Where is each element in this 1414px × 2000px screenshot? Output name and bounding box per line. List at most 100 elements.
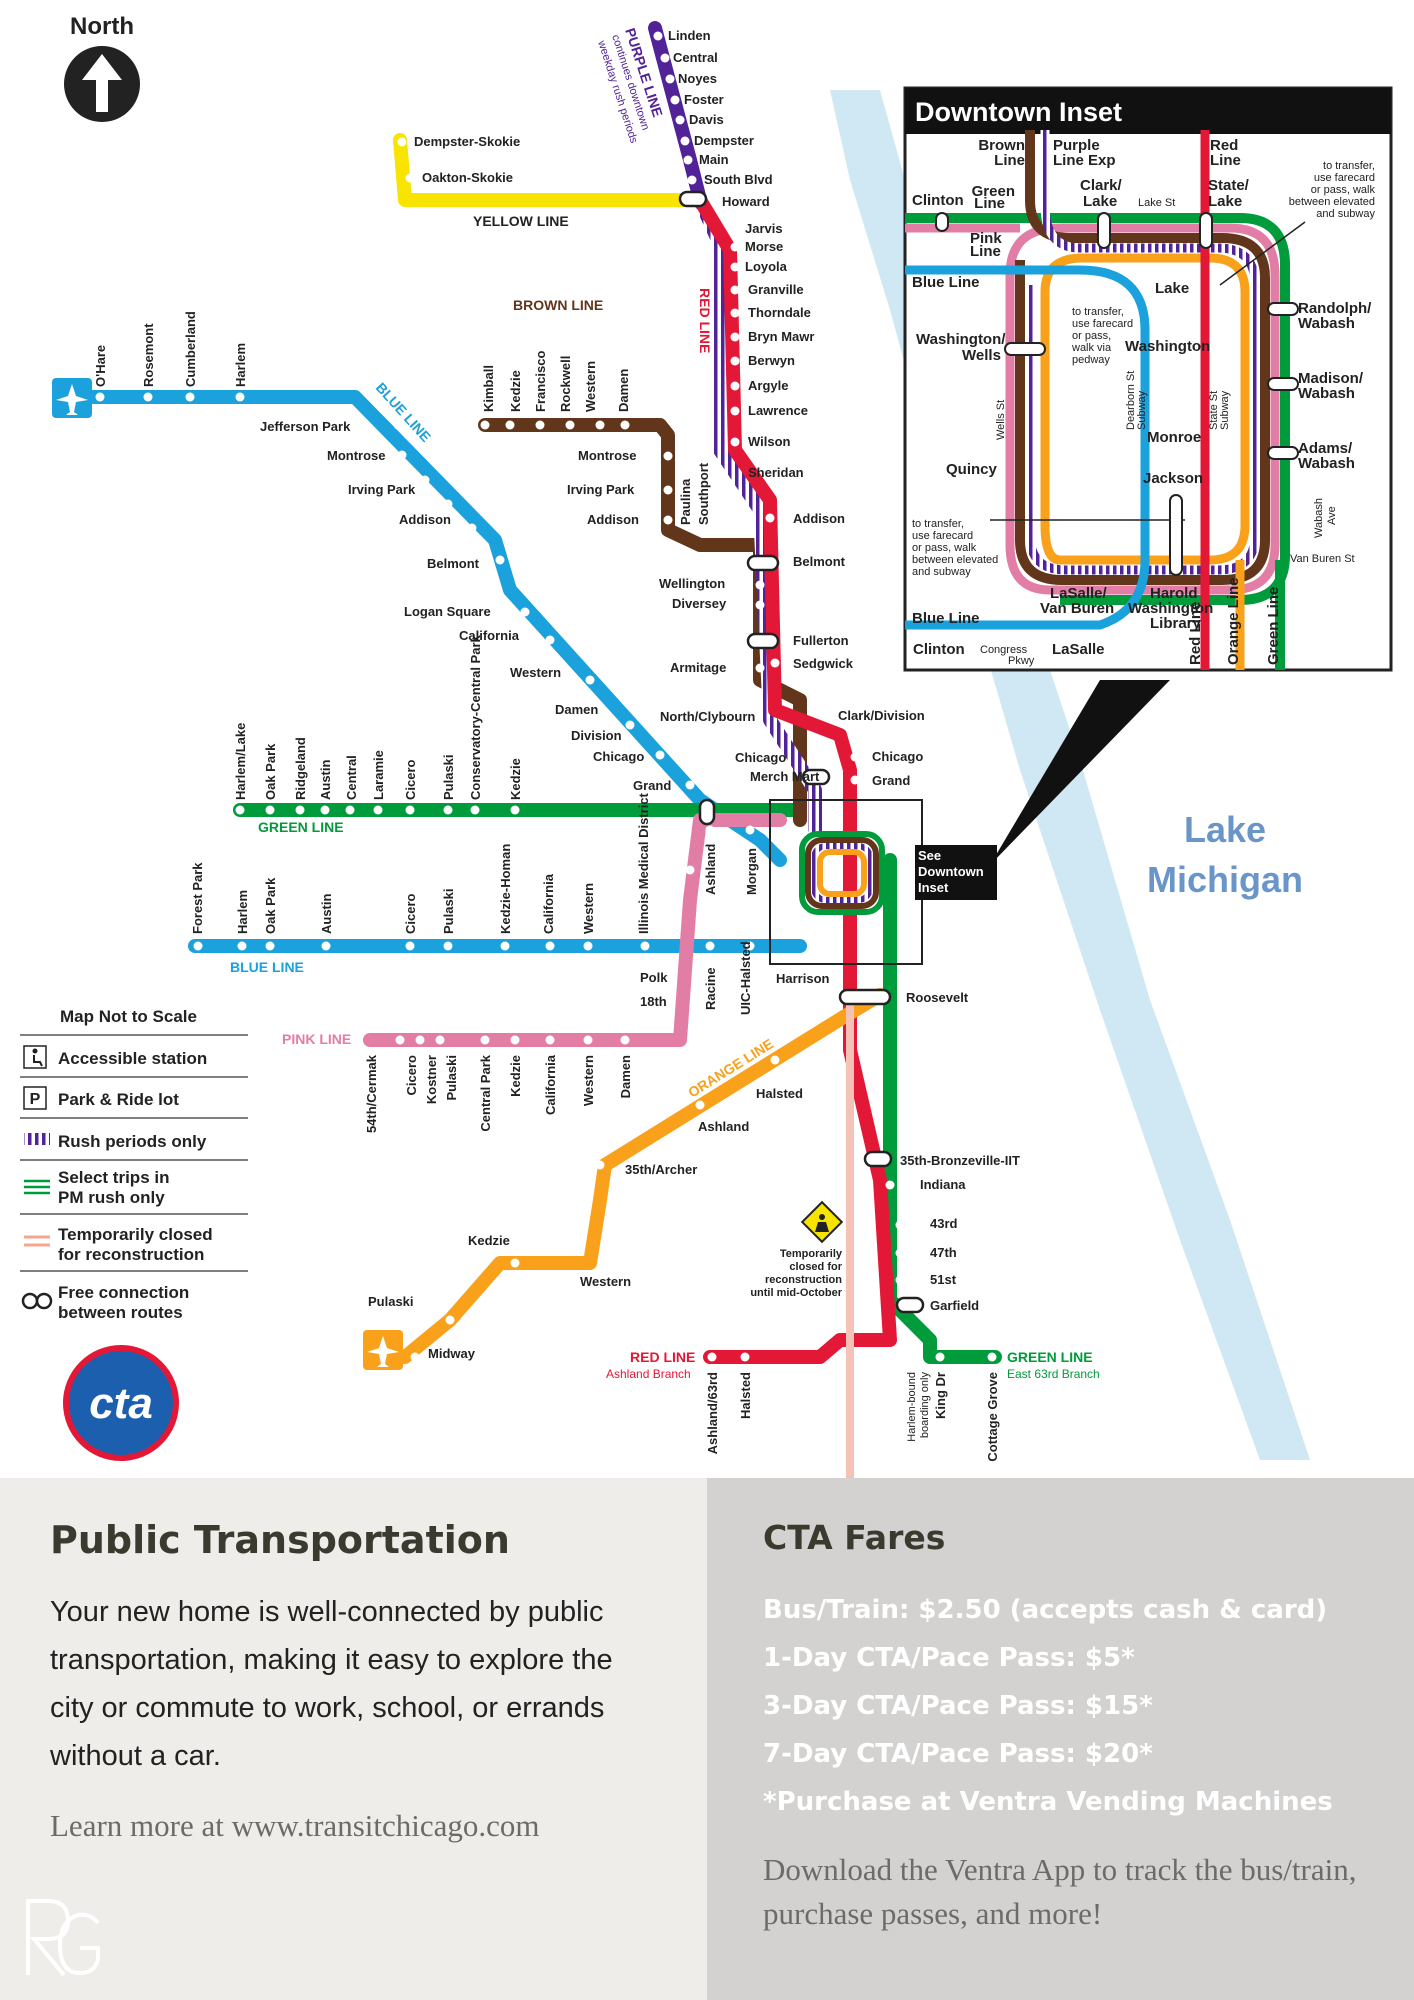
station-label: Oakton-Skokie	[422, 170, 513, 185]
inset-station: Clinton	[912, 192, 964, 209]
station-label: Chicago	[593, 749, 644, 764]
station-label: Fullerton	[793, 633, 849, 648]
station-label: 51st	[930, 1272, 957, 1287]
pink-line-stations: Ashland Morgan Polk 18th 54th/Cermak Cic…	[364, 844, 759, 1133]
station-label: Montrose	[327, 448, 386, 463]
red-line-ashland-label: RED LINE	[630, 1349, 695, 1365]
inset-station: Congress	[980, 644, 1028, 656]
fare-item: 3-Day CTA/Pace Pass: $15*	[763, 1691, 1153, 1721]
note-line: or pass, walk	[912, 542, 977, 554]
station-label: Sedgwick	[793, 656, 854, 671]
red-line-track	[693, 193, 897, 1364]
station-label: Damen	[618, 1055, 633, 1098]
fare-note: *Purchase at Ventra Vending Machines	[763, 1787, 1333, 1817]
station-label: Addison	[793, 511, 845, 526]
see-inset-line-2: Downtown	[918, 864, 984, 879]
station-label: Cottage Grove	[985, 1372, 1000, 1462]
station-label: Dempster	[694, 133, 754, 148]
station-label: California	[543, 1054, 558, 1115]
inset-station: Lake	[1155, 280, 1189, 297]
station-label: Kedzie	[508, 1055, 523, 1097]
svg-text:P: P	[30, 1091, 41, 1108]
fare-item: Bus/Train: $2.50 (accepts cash & card)	[763, 1595, 1328, 1625]
note-line: or pass,	[1072, 330, 1111, 342]
station-label: Kedzie	[508, 370, 523, 412]
station-label: Diversey	[672, 596, 727, 611]
red-line-label: RED LINE	[697, 288, 713, 353]
station-label: Grand	[872, 773, 910, 788]
inset-tag-pink-2: Line	[970, 243, 1001, 260]
station-label: Lawrence	[748, 403, 808, 418]
station-label: UIC-Halsted	[738, 941, 753, 1015]
legend-select-swatch	[24, 1179, 50, 1195]
station-label: Chicago	[872, 749, 923, 764]
inset-station: LaSalle/	[1050, 585, 1108, 602]
pink-line-label: PINK LINE	[282, 1031, 351, 1047]
inset-station: Subway	[1136, 390, 1148, 430]
temp-closed-note-3: reconstruction	[765, 1274, 842, 1286]
inset-station: Quincy	[946, 461, 998, 478]
station-label: 43rd	[930, 1216, 958, 1231]
fare-item: 1-Day CTA/Pace Pass: $5*	[763, 1643, 1135, 1673]
inset-station: Jackson	[1143, 470, 1203, 487]
north-clybourn-label: North/Clybourn	[660, 709, 755, 724]
learn-more-link[interactable]: Learn more at www.transitchicago.com	[50, 1808, 540, 1843]
station-label: Indiana	[920, 1177, 966, 1192]
station-label: Pulaski	[368, 1294, 414, 1309]
station-label: Cicero	[403, 759, 418, 800]
station-label: Harlem	[233, 343, 248, 387]
inset-station: Washington	[1128, 600, 1213, 617]
inset-station: Washington/	[916, 331, 1006, 348]
south-bottom-stations: Ashland/63rd Halsted King Dr Cottage Gro…	[705, 1372, 1000, 1462]
inset-station: State St	[1208, 391, 1220, 430]
inset-station: Madison/	[1298, 370, 1364, 387]
station-label: Belmont	[427, 556, 480, 571]
station-label: Western	[581, 1055, 596, 1106]
station-label: Davis	[689, 112, 724, 127]
downtown-inset: Downtown Inset Brown Line Purple Line Ex…	[903, 86, 1393, 672]
station-label: Western	[581, 883, 596, 934]
station-label: Kedzie	[468, 1233, 510, 1248]
harrison-label: Harrison	[776, 971, 830, 986]
station-label: O'Hare	[93, 345, 108, 387]
inset-station: Wabash	[1298, 385, 1355, 402]
station-label: 35th-Bronzeville-IIT	[900, 1153, 1020, 1168]
station-label: California	[459, 628, 520, 643]
station-label: Kedzie-Homan	[498, 844, 513, 934]
station-label: Irving Park	[567, 482, 635, 497]
inset-station: Clark/	[1080, 177, 1123, 194]
yellow-line-track	[393, 133, 697, 207]
fare-item: 7-Day CTA/Pace Pass: $20*	[763, 1739, 1153, 1769]
transfer-connectors	[678, 190, 925, 1314]
accessible-icon	[23, 1045, 47, 1069]
temp-closed-note-1: Temporarily	[780, 1248, 843, 1260]
downtown-loop	[769, 799, 923, 965]
blue-line-track	[68, 390, 787, 867]
yellow-line-label: YELLOW LINE	[473, 213, 569, 229]
inset-pointer	[990, 680, 1170, 865]
station-label: Merch Mart	[750, 769, 820, 784]
inset-station: Subway	[1219, 390, 1231, 430]
station-label: Jefferson Park	[260, 419, 351, 434]
station-label: Damen	[616, 369, 631, 412]
station-label: Morgan	[744, 848, 759, 895]
station-label: Addison	[399, 512, 451, 527]
station-label: 54th/Cermak	[364, 1054, 379, 1133]
inset-station: Wabash	[1298, 315, 1355, 332]
station-label: 35th/Archer	[625, 1162, 697, 1177]
station-label: California	[541, 873, 556, 934]
inset-station: Wabash	[1298, 455, 1355, 472]
station-label: Illinois Medical District	[636, 792, 651, 934]
station-label: Ridgeland	[293, 737, 308, 800]
red-line-ashland-sub: Ashland Branch	[606, 1367, 691, 1381]
station-label: Halsted	[738, 1372, 753, 1419]
airport-icon	[52, 378, 92, 418]
inset-station: Van Buren St	[1290, 553, 1355, 565]
station-label: Forest Park	[190, 862, 205, 934]
cta-system-map: Lake Michigan North See Downtown Inset	[20, 13, 1393, 1478]
temp-closed-note-2: closed for	[789, 1261, 842, 1273]
legend-connection-2: between routes	[58, 1303, 183, 1322]
station-label: Foster	[684, 92, 724, 107]
station-label: Laramie	[371, 750, 386, 800]
station-label: Chicago	[735, 750, 786, 765]
